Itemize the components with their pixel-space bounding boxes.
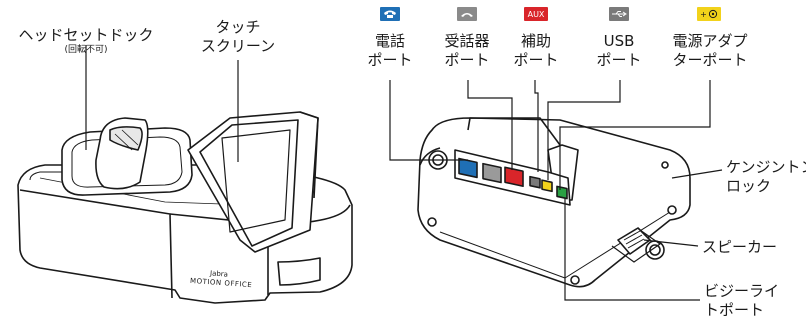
handset-port-label: 受話器 ポート xyxy=(428,32,506,70)
busylight-port-label: ビジーライ トポート xyxy=(704,282,779,320)
usb-port-label: USB ポート xyxy=(586,32,652,70)
busylight-line2: トポート xyxy=(704,301,765,319)
handset-port-line2: ポート xyxy=(444,51,490,69)
power-adapter-icon: + xyxy=(697,7,721,21)
phone-port-line1: 電話 xyxy=(374,32,405,50)
base-unit-bottom-view xyxy=(417,117,691,288)
busylight-line1: ビジーライ xyxy=(704,282,780,300)
kensington-line2: ロック xyxy=(726,177,772,195)
headset-dock-title: ヘッドセットドック xyxy=(18,26,154,44)
aux-icon: AUX xyxy=(524,7,548,21)
kensington-line1: ケンジントン xyxy=(726,158,806,176)
device-brand-text: Jabra xyxy=(209,269,229,279)
phone-port-label: 電話 ポート xyxy=(356,32,424,70)
touchscreen-line1: タッチ xyxy=(215,18,261,36)
aux-port-line1: 補助 xyxy=(520,32,551,50)
power-adapter-port-line2: ターポート xyxy=(672,51,748,69)
power-icon-plus: + xyxy=(700,9,707,19)
touchscreen-line2: スクリーン xyxy=(200,37,276,55)
aux-icon-text: AUX xyxy=(527,9,545,19)
aux-port-label: 補助 ポート xyxy=(504,32,568,70)
base-unit-front-view xyxy=(17,111,353,304)
kensington-lock-label: ケンジントン ロック xyxy=(726,158,806,196)
power-adapter-port-label: 電源アダプ ターポート xyxy=(664,32,756,70)
handset-icon xyxy=(457,7,477,21)
usb-icon xyxy=(609,7,629,21)
headset-dock-note: (回転不可) xyxy=(64,45,108,55)
phone-icon xyxy=(380,7,400,21)
aux-port-line2: ポート xyxy=(513,51,559,69)
usb-port-line2: ポート xyxy=(596,51,642,69)
phone-port-line2: ポート xyxy=(367,51,413,69)
usb-port-line1: USB xyxy=(603,32,635,50)
headset-dock-label: ヘッドセットドック (回転不可) xyxy=(8,26,164,56)
speaker-label: スピーカー xyxy=(702,238,778,256)
callout-lines xyxy=(85,45,723,301)
touchscreen-label: タッチ スクリーン xyxy=(190,18,286,56)
power-adapter-port-line1: 電源アダプ xyxy=(672,32,748,50)
handset-port-line1: 受話器 xyxy=(444,32,490,50)
